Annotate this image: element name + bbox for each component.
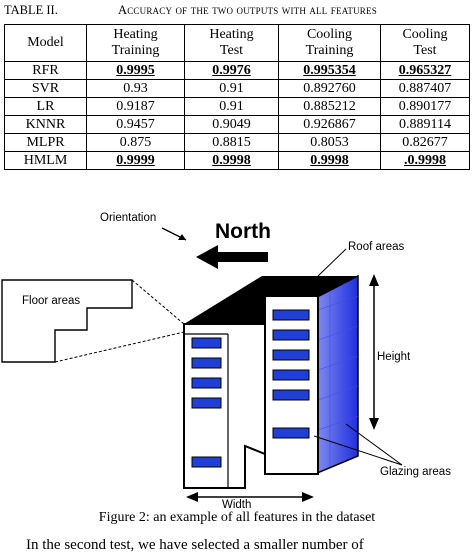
accuracy-cell: 0.995354: [278, 61, 381, 80]
floor-dash-top: [131, 279, 185, 325]
table-number: TABLE II.: [4, 3, 58, 17]
accuracy-cell: 0.9187: [86, 97, 185, 116]
floor-dash-bottom: [54, 331, 185, 363]
table-caption: TABLE II. Accuracy of the two outputs wi…: [4, 2, 470, 18]
floor-plan-outline: [1, 279, 133, 363]
orientation-label: Orientation: [100, 212, 156, 224]
accuracy-cell: 0.965327: [380, 61, 470, 80]
glazing-grid: [317, 283, 359, 466]
height-arrow-bottom: [369, 418, 379, 430]
model-name-cell: HMLM: [4, 151, 87, 170]
width-arrow-left: [186, 492, 198, 502]
glazing-pointer-2: [345, 423, 403, 466]
accuracy-cell: 0.9976: [184, 61, 279, 80]
accuracy-cell: 0.91: [184, 97, 279, 116]
accuracy-cell: 0.8053: [278, 133, 381, 152]
height-label: Height: [377, 351, 411, 363]
height-arrow-top: [369, 274, 379, 286]
accuracy-cell: 0.875: [86, 133, 185, 152]
glazing-pointer-1: [313, 435, 403, 466]
roof-pointer: [317, 248, 347, 277]
width-label: Width: [222, 499, 252, 511]
model-name-cell: LR: [4, 97, 87, 116]
accuracy-cell: 0.9049: [184, 115, 279, 134]
model-name-cell: RFR: [4, 61, 87, 80]
column-header: Model: [4, 24, 87, 62]
roof-label: Roof areas: [348, 241, 405, 253]
floor-label: Floor areas: [22, 295, 80, 307]
accuracy-cell: 0.890177: [380, 97, 470, 116]
accuracy-cell: 0.9998: [278, 151, 381, 170]
accuracy-cell: 0.885212: [278, 97, 381, 116]
figure-caption: Figure 2: an example of all features in …: [98, 510, 376, 525]
model-name-cell: KNNR: [4, 115, 87, 134]
front-wall-right-block: [264, 295, 319, 475]
body-paragraph: In the second test, we have selected a s…: [26, 537, 364, 553]
accuracy-cell: 0.926867: [278, 115, 381, 134]
accuracy-cell: 0.9999: [86, 151, 185, 170]
accuracy-cell: 0.887407: [380, 79, 470, 98]
building-figure: Orientation North Roof areas Floor areas: [1, 212, 451, 502]
accuracy-cell: .0.9998: [380, 151, 470, 170]
windows: [191, 309, 310, 468]
accuracy-cell: 0.91: [184, 79, 279, 98]
accuracy-cell: 0.8815: [184, 133, 279, 152]
accuracy-cell: 0.93: [86, 79, 185, 98]
orientation-pointer-head: [178, 234, 186, 240]
table-title: Accuracy of the two outputs with all fea…: [118, 3, 377, 17]
model-name-cell: MLPR: [4, 133, 87, 152]
accuracy-cell: 0.9998: [184, 151, 279, 170]
accuracy-cell: 0.9995: [86, 61, 185, 80]
north-label: North: [215, 220, 271, 243]
accuracy-cell: 0.889114: [380, 115, 470, 134]
accuracy-cell: 0.82677: [380, 133, 470, 152]
width-arrow-right: [302, 492, 314, 502]
accuracy-cell: 0.892760: [278, 79, 381, 98]
glazing-label: Glazing areas: [380, 466, 451, 478]
accuracy-cell: 0.9457: [86, 115, 185, 134]
north-arrow-icon: [196, 245, 268, 269]
model-name-cell: SVR: [4, 79, 87, 98]
